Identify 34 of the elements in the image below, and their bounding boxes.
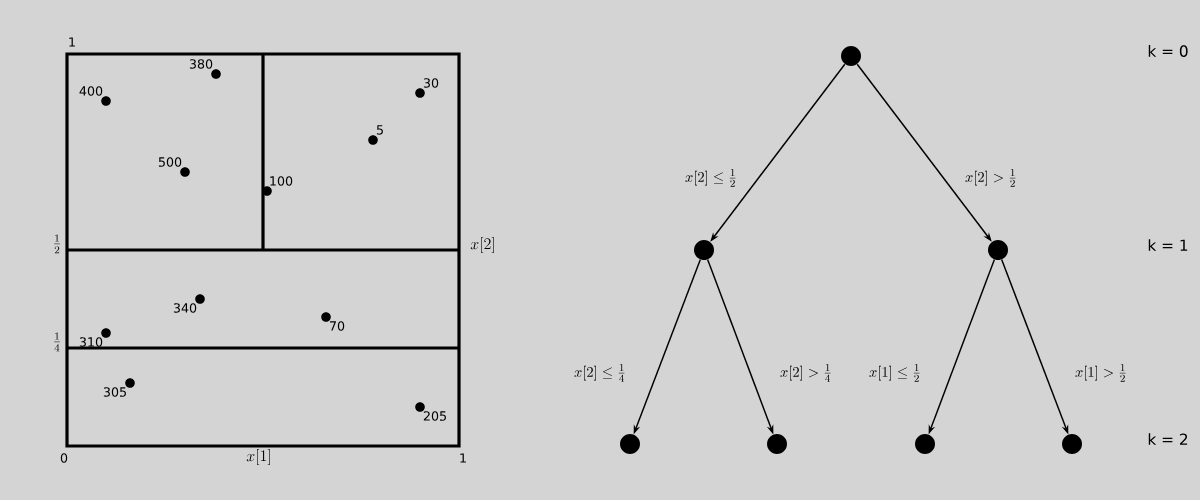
axis-label: 1	[460, 453, 466, 463]
axis-label: $\frac{1}{2}$	[54, 234, 60, 254]
axis-label: 1	[69, 37, 75, 47]
level-label: k = 0	[1148, 45, 1188, 57]
point-label: 100	[270, 176, 293, 186]
tree-node	[841, 46, 861, 66]
tree-node	[988, 240, 1008, 260]
edge-label: $x[2] > \frac{1}{2}$	[965, 168, 1016, 187]
point-label: 500	[158, 157, 182, 167]
point-label: 5	[376, 125, 383, 135]
point-label: 400	[79, 86, 103, 96]
level-label: k = 1	[1148, 239, 1188, 251]
edge-label: $x[1] \leq \frac{1}{2}$	[869, 363, 920, 382]
tree-node	[915, 434, 935, 454]
tree-node	[694, 240, 714, 260]
point-label: 380	[189, 59, 213, 69]
level-label: k = 2	[1148, 433, 1188, 445]
tree-node	[767, 434, 787, 454]
tree-node	[620, 434, 640, 454]
point-label: 340	[173, 303, 197, 313]
edge-label: $x[2] \leq \frac{1}{4}$	[574, 363, 625, 382]
edge-label: $x[2] \leq \frac{1}{2}$	[685, 168, 736, 187]
tree-node	[1062, 434, 1082, 454]
edge-label: $x[1] > \frac{1}{2}$	[1075, 363, 1126, 382]
edge-label: $x[2] > \frac{1}{4}$	[780, 363, 831, 382]
axis-label: $x[1]$	[246, 449, 270, 465]
point-label: 205	[423, 411, 446, 421]
point-label: 30	[423, 78, 439, 88]
point-label: 310	[79, 337, 103, 347]
axis-label: $\frac{1}{4}$	[54, 332, 60, 352]
point-label: 305	[103, 387, 126, 397]
axis-label: $x[2]$	[470, 237, 494, 253]
axis-label: 0	[60, 453, 68, 463]
point-label: 70	[330, 321, 345, 331]
